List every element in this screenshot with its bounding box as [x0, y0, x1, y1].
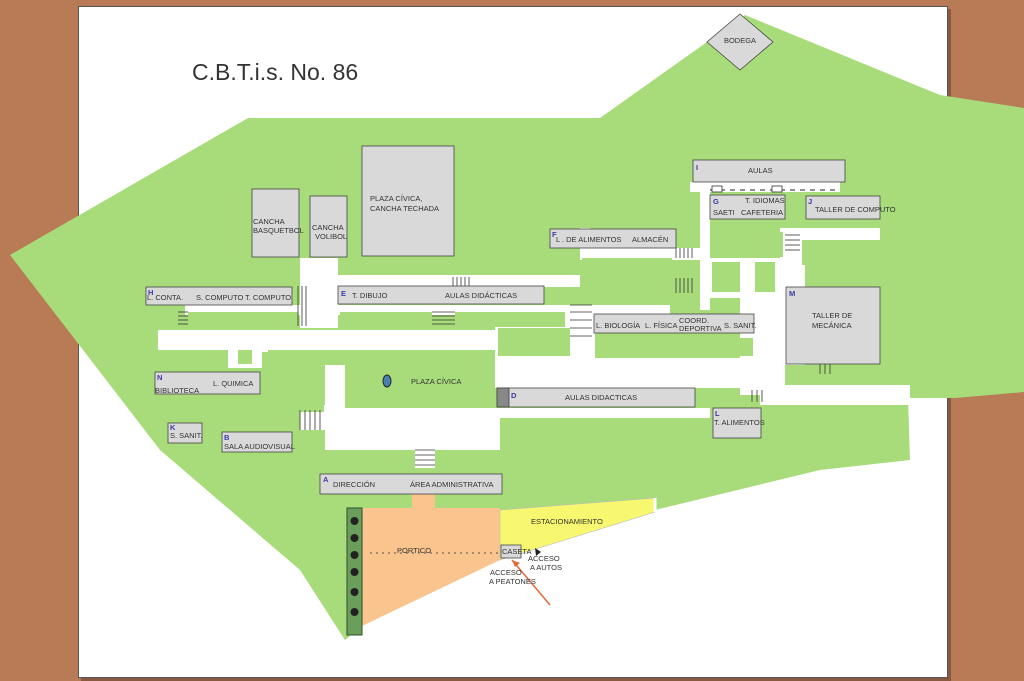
letter-g: G [713, 197, 719, 206]
label-s-sanit-c: S. SANIT. [724, 321, 757, 330]
building-b [221, 431, 293, 453]
label-l-biologia: L. BIOLOGÍA [596, 321, 640, 330]
letter-j: J [808, 197, 812, 206]
label-cafeteria: CAFETERIA [741, 208, 783, 217]
label-l-alimentos: L . DE ALIMENTOS [556, 235, 621, 244]
stairs [178, 234, 831, 466]
building-l [712, 407, 762, 439]
letter-d: D [511, 391, 517, 400]
fountain-icon [382, 374, 392, 388]
label-direccion: DIRECCIÓN [333, 480, 375, 489]
label-aulas-didacticas-d: AULAS DIDACTICAS [565, 393, 637, 402]
label-plaza-civica: PLAZA CÍVICA [411, 377, 461, 386]
label-cancha-basquetbol-2: BASQUETBOL [253, 226, 304, 235]
label-l-conta: L. CONTA. [147, 293, 183, 302]
letter-a: A [323, 475, 329, 484]
label-coord-2: DEPORTIVA [679, 324, 722, 333]
green-patches [158, 232, 880, 468]
building-g [709, 194, 786, 220]
letter-i: I [696, 163, 698, 172]
label-l-quimica: L. QUIMICA [213, 379, 253, 388]
label-taller-computo: TALLER DE COMPUTO [815, 205, 896, 214]
letter-f: F [552, 230, 557, 239]
access-arrows [511, 548, 551, 606]
portico-area [362, 494, 500, 626]
label-acceso-autos-2: A AUTOS [530, 563, 562, 572]
label-saeti: SAETI [713, 208, 735, 217]
letter-l: L [715, 409, 720, 418]
building-j [805, 195, 881, 220]
label-estacionamiento: ESTACIONAMIENTO [531, 517, 603, 526]
building-c [593, 313, 755, 334]
letter-e: E [341, 289, 346, 298]
building-cancha-volibol [309, 195, 348, 258]
label-s-computo: S. COMPUTO [196, 293, 244, 302]
label-plaza-techada-2: CANCHA TECHADA [370, 204, 439, 213]
label-t-alimentos: T. ALIMENTOS [714, 418, 765, 427]
label-caseta: CASETA [502, 547, 531, 556]
label-almacen: ALMACÉN [632, 235, 668, 244]
label-portico: PORTICO [397, 546, 431, 555]
building-k [167, 422, 203, 444]
building-h [145, 286, 293, 306]
map-labels: BODEGA CANCHA BASQUETBOL CANCHA VOLIBOL … [147, 36, 896, 586]
label-acceso-peatones-1: ACCESO [490, 568, 522, 577]
letter-m: M [789, 289, 795, 298]
building-caseta [500, 544, 522, 559]
building-e [337, 285, 545, 305]
letter-n: N [157, 373, 162, 382]
label-aulas-didacticas-e: AULAS DIDÁCTICAS [445, 291, 517, 300]
letter-k: K [170, 423, 176, 432]
label-acceso-peatones-2: A PEATONES [489, 577, 536, 586]
map-title: C.B.T.i.s. No. 86 [192, 59, 358, 85]
tree-strip [346, 507, 363, 636]
building-f [549, 228, 677, 249]
label-cancha-volibol-2: VOLIBOL [315, 232, 347, 241]
building-a [319, 473, 503, 495]
letter-h: H [148, 288, 153, 297]
label-sala-audiovisual: SALA AUDIOVISUAL [224, 442, 295, 451]
label-bodega: BODEGA [724, 36, 756, 45]
label-cancha-volibol-1: CANCHA [312, 223, 344, 232]
label-plaza-techada-1: PLAZA CÍVICA, [370, 194, 423, 203]
buildings [145, 13, 881, 559]
label-t-computo: T. COMPUTO [245, 293, 291, 302]
building-cancha-basquetbol [251, 188, 300, 258]
label-t-dibujo: T. DIBUJO [352, 291, 388, 300]
building-m [785, 286, 881, 365]
letter-b: B [224, 433, 230, 442]
building-n [154, 371, 261, 395]
label-biblioteca: BIBLIOTECA [155, 386, 199, 395]
building-plaza-techada [361, 145, 455, 257]
label-taller-mecanica-1: TALLER DE [812, 311, 852, 320]
label-acceso-autos-1: ACCESO [528, 554, 560, 563]
label-l-fisica: L. FÍSICA [645, 321, 678, 330]
label-area-administrativa: ÁREA ADMINISTRATIVA [410, 480, 494, 489]
label-aulas-i: AULAS [748, 166, 773, 175]
label-cancha-basquetbol-1: CANCHA [253, 217, 285, 226]
building-letters: I G J F H E M N D L K B A [148, 163, 812, 484]
label-t-idiomas: T. IDIOMAS [745, 196, 785, 205]
label-coord-1: COORD. [679, 316, 709, 325]
building-bodega [706, 13, 774, 71]
label-s-sanit-k: S. SANIT. [170, 431, 203, 440]
label-taller-mecanica-2: MECÁNICA [812, 321, 852, 330]
building-i-aulas [692, 159, 846, 183]
